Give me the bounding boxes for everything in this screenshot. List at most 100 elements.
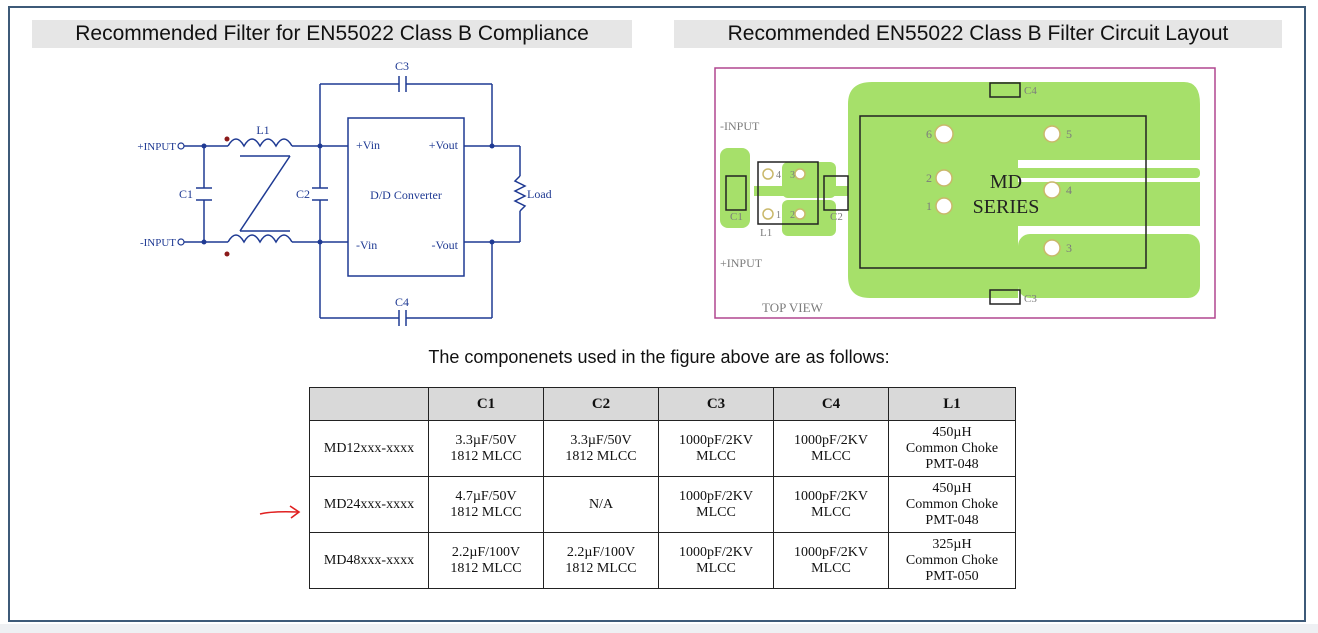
pcb-minus-input: -INPUT (720, 119, 760, 133)
c4-label: C4 (395, 295, 409, 309)
pcb-top-view: TOP VIEW (762, 300, 824, 315)
pcb-pin2: 2 (926, 171, 932, 185)
pcb-c2: C2 (830, 211, 843, 223)
model-cell: MD24xxx-xxxx (309, 476, 429, 533)
cell-line: MLCC (811, 560, 851, 576)
plus-vin-label: +Vin (356, 138, 380, 152)
pcb-pin3: 3 (1066, 241, 1072, 255)
cell-line: 1812 MLCC (450, 560, 522, 576)
cell-line: 2.2µF/100V (451, 544, 521, 560)
cell-line: 450µH (932, 480, 972, 496)
c3-label: C3 (395, 59, 409, 73)
c1-label: C1 (179, 187, 193, 201)
layout-title: Recommended EN55022 Class B Filter Circu… (674, 20, 1282, 48)
cell-line: MLCC (696, 560, 736, 576)
table-header-c4: C4 (773, 387, 889, 421)
table-header-l1: L1 (888, 387, 1016, 421)
highlight-arrow-icon (259, 505, 301, 519)
pcb-lpin2: 2 (790, 210, 795, 221)
cell-line: 1000pF/2KV (794, 488, 868, 504)
table-header-c1: C1 (428, 387, 544, 421)
cell-line: Common Choke (905, 496, 999, 512)
pcb-lpin3: 3 (790, 170, 795, 181)
cell-line: 1812 MLCC (450, 448, 522, 464)
pcb-pin4: 4 (1066, 183, 1072, 197)
cell-line: Common Choke (905, 552, 999, 568)
cell-line: PMT-050 (925, 568, 979, 584)
pcb-c3: C3 (1024, 293, 1037, 305)
c2-cell: N/A (543, 476, 659, 533)
pcb-lpin1: 1 (776, 210, 781, 221)
model-cell: MD48xxx-xxxx (309, 532, 429, 589)
bottom-shade (0, 624, 1318, 633)
cell-line: PMT-048 (925, 512, 979, 528)
minus-vout-label: -Vout (432, 238, 459, 252)
cell-line: MLCC (811, 504, 851, 520)
cell-line: 450µH (932, 424, 972, 440)
cell-line: 3.3µF/50V (455, 432, 517, 448)
cell-line: 1812 MLCC (450, 504, 522, 520)
pcb-c1: C1 (730, 211, 743, 223)
cell-line: MLCC (696, 504, 736, 520)
cell-line: Common Choke (905, 440, 999, 456)
plus-input-label: +INPUT (137, 141, 176, 153)
table-header-row: C1 C2 C3 C4 L1 (309, 387, 1016, 421)
load-label: Load (527, 187, 552, 201)
filter-schematic: C3 C4 L1 C1 C2 +INPUT -INPUT +Vin +Vout … (137, 59, 552, 326)
cell-line: MLCC (696, 448, 736, 464)
cell-line: 1812 MLCC (565, 448, 637, 464)
cell-line: 3.3µF/50V (570, 432, 632, 448)
pcb-layout: -INPUT +INPUT TOP VIEW C1 C2 C3 C4 L1 4 … (714, 67, 1216, 319)
pcb-c4: C4 (1024, 85, 1037, 97)
cell-line: 1000pF/2KV (794, 432, 868, 448)
pcb-lpin4: 4 (776, 170, 781, 181)
cell-line: 2.2µF/100V (566, 544, 636, 560)
l1-label: L1 (256, 123, 269, 137)
components-caption: The componenets used in the figure above… (428, 347, 890, 367)
cell-line: PMT-048 (925, 456, 979, 472)
table-header-c3: C3 (658, 387, 774, 421)
cell-line: 1000pF/2KV (794, 544, 868, 560)
minus-vin-label: -Vin (356, 238, 377, 252)
cell-line: 4.7µF/50V (455, 488, 517, 504)
cell-line: N/A (588, 496, 614, 512)
pcb-pin6: 6 (926, 127, 932, 141)
cell-line: 325µH (932, 536, 972, 552)
pcb-l1: L1 (760, 227, 772, 239)
cell-line: 1000pF/2KV (679, 544, 753, 560)
pcb-series-label: SERIES (973, 196, 1040, 218)
cell-line: 1000pF/2KV (679, 488, 753, 504)
schematic-title: Recommended Filter for EN55022 Class B C… (32, 20, 632, 48)
cell-line: MLCC (811, 448, 851, 464)
pcb-md-label: MD (990, 171, 1022, 193)
pcb-plus-input: +INPUT (720, 256, 763, 270)
table-header-c2: C2 (543, 387, 659, 421)
model-cell: MD12xxx-xxxx (309, 420, 429, 477)
cell-line: 1000pF/2KV (679, 432, 753, 448)
c2-label: C2 (296, 187, 310, 201)
cell-line: 1812 MLCC (565, 560, 637, 576)
plus-vout-label: +Vout (429, 138, 459, 152)
converter-label: D/D Converter (370, 188, 442, 202)
pcb-pin5: 5 (1066, 127, 1072, 141)
pcb-pin1: 1 (926, 199, 932, 213)
table-header-empty (309, 387, 429, 421)
